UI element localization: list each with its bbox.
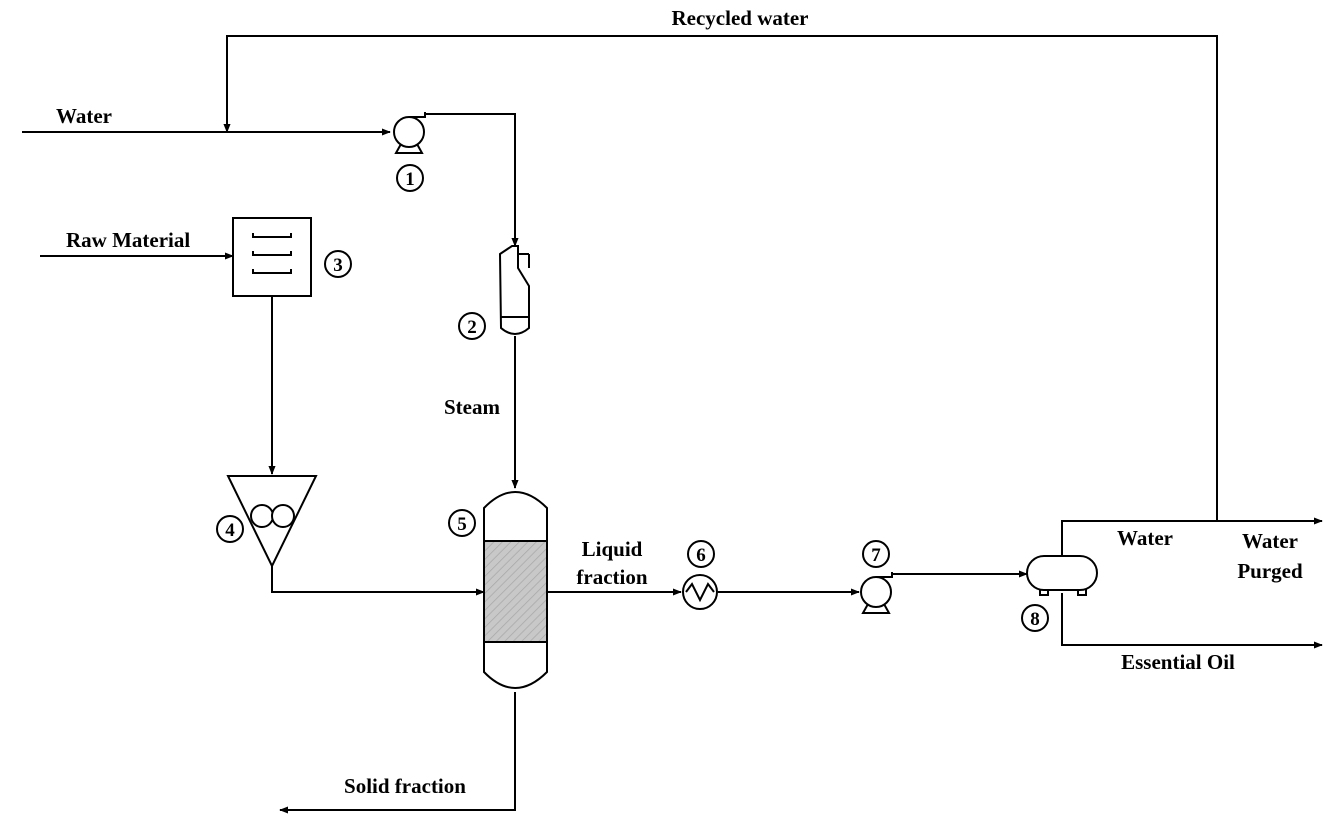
equipment-number-2: 2 bbox=[458, 312, 486, 340]
svg-text:4: 4 bbox=[225, 520, 235, 541]
svg-text:8: 8 bbox=[1030, 609, 1040, 630]
label-recycled-water: Recycled water bbox=[671, 6, 808, 30]
pump1-to-boiler-line bbox=[425, 113, 519, 247]
svg-text:5: 5 bbox=[457, 514, 467, 535]
water-outlet-line bbox=[1061, 517, 1323, 556]
label-raw-material: Raw Material bbox=[66, 228, 190, 252]
equipment-number-7: 7 bbox=[862, 540, 890, 568]
column-packing bbox=[483, 540, 548, 643]
boiler-2 bbox=[498, 245, 530, 335]
label-essential-oil: Essential Oil bbox=[1121, 650, 1235, 674]
svg-text:3: 3 bbox=[333, 255, 343, 276]
label-water-purged-1: Water bbox=[1242, 529, 1298, 553]
equipment-number-3: 3 bbox=[324, 250, 352, 278]
equipment-number-4: 4 bbox=[216, 515, 244, 543]
solid-fraction-line bbox=[279, 692, 516, 814]
equipment-number-6: 6 bbox=[687, 540, 715, 568]
extraction-column-5 bbox=[483, 491, 548, 689]
label-steam: Steam bbox=[444, 395, 500, 419]
equipment-number-1: 1 bbox=[396, 164, 424, 192]
essential-oil-line bbox=[1061, 593, 1323, 649]
svg-text:1: 1 bbox=[405, 169, 415, 190]
label-water-in: Water bbox=[56, 104, 112, 128]
svg-text:2: 2 bbox=[467, 317, 477, 338]
label-solid-fraction: Solid fraction bbox=[344, 774, 466, 798]
heat-exchanger-6 bbox=[682, 574, 718, 610]
svg-text:7: 7 bbox=[871, 545, 881, 566]
label-water-purged-2: Purged bbox=[1237, 559, 1303, 583]
svg-text:6: 6 bbox=[696, 545, 706, 566]
recycled-water-line bbox=[223, 35, 1218, 521]
separator-8 bbox=[1026, 555, 1098, 596]
equipment-number-8: 8 bbox=[1021, 604, 1049, 632]
label-liquid-fraction-1: Liquid bbox=[582, 537, 643, 561]
pump-1 bbox=[393, 112, 426, 154]
equipment-number-5: 5 bbox=[448, 509, 476, 537]
label-water-out: Water bbox=[1117, 526, 1173, 550]
pump-7 bbox=[860, 572, 893, 614]
hopper-3 bbox=[232, 217, 312, 297]
mill-to-column-line bbox=[271, 566, 485, 596]
mill-4 bbox=[226, 475, 318, 569]
label-liquid-fraction-2: fraction bbox=[576, 565, 647, 589]
